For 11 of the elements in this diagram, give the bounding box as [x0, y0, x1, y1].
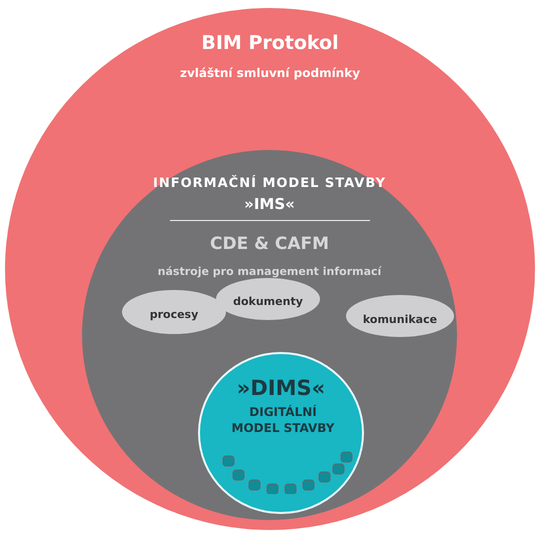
heading-text: »DIMS« [236, 376, 326, 400]
subheading-text: nástroje pro management informací [158, 265, 382, 278]
heading-text: dokumenty [233, 295, 303, 308]
subheading-text: CDE & CAFM [210, 234, 330, 254]
heading-text: procesy [150, 308, 198, 321]
subheading-text: DIGITÁLNÍ MODEL STAVBY [230, 404, 336, 436]
topic-ellipse [346, 295, 454, 337]
subheading-text: zvláštní smluvní podmínky [180, 66, 360, 80]
subheading-text: »IMS« [244, 195, 295, 213]
heading-text: BIM Protokol [201, 32, 339, 54]
heading-text: komunikace [362, 313, 438, 326]
